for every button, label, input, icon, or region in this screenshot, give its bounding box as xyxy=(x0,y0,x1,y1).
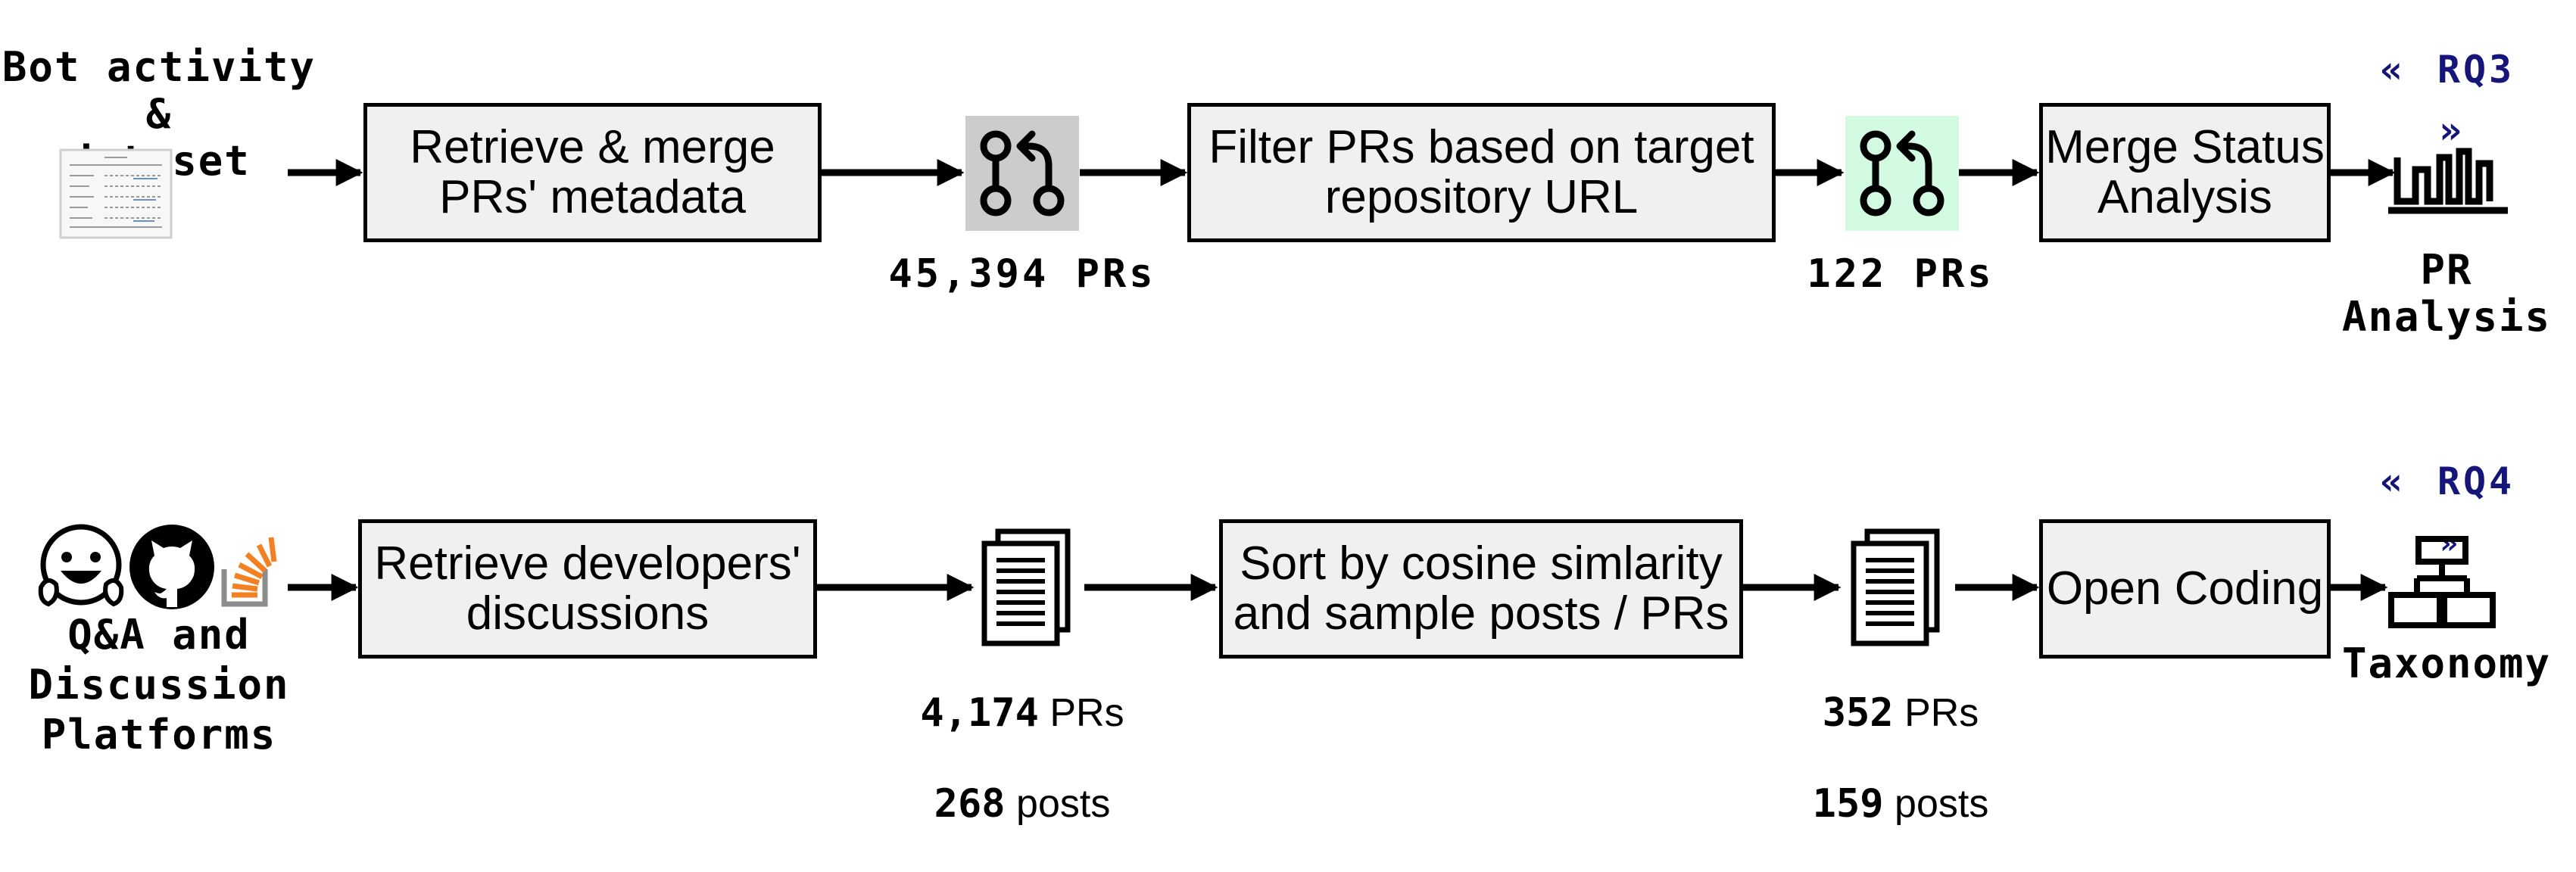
stackoverflow-icon xyxy=(221,537,277,607)
count2-posts-value: 159 xyxy=(1812,781,1884,827)
step-retrieve-discussions-label: Retrieve developers' discussions xyxy=(374,537,801,640)
github-icon xyxy=(129,525,214,609)
document-stack-icon xyxy=(1851,528,1940,646)
taxonomy-icon xyxy=(2388,536,2496,628)
pull-request-icon xyxy=(965,116,1079,231)
count2-prs: 122 PRs xyxy=(1807,251,1994,297)
count2-posts-unit: posts xyxy=(1895,782,1989,826)
rq4-close: » xyxy=(2439,526,2462,561)
bar-chart-icon xyxy=(2388,148,2508,214)
count2-prs-value: 352 xyxy=(1822,690,1894,736)
step-retrieve-discussions-box: Retrieve developers' discussions xyxy=(358,519,817,659)
row2-count2: 352 PRs 159 posts xyxy=(1742,645,2060,872)
step-sort-sample-label: Sort by cosine simlarity and sample post… xyxy=(1233,537,1729,640)
document-stack-icon xyxy=(981,528,1071,646)
step-sort-sample-box: Sort by cosine simlarity and sample post… xyxy=(1219,519,1743,659)
pr-icon-bg-green xyxy=(1845,116,1959,231)
row2-source-title: Q&A and Discussion Platforms xyxy=(28,611,290,758)
step-merge-status-label: Merge Status Analysis xyxy=(2045,121,2325,223)
pr-analysis-label: PR Analysis xyxy=(2341,246,2552,341)
count1-prs: 45,394 PRs xyxy=(888,251,1156,297)
step-open-coding-label: Open Coding xyxy=(2046,562,2324,615)
pr-icon-bg-gray xyxy=(965,116,1079,231)
pipeline-diagram: Bot activity & dataset Retrieve & merge … xyxy=(2,44,2552,827)
step-retrieve-merge-label: Retrieve & merge PRs' metadata xyxy=(410,121,775,223)
dataset-thumbnail-icon xyxy=(59,148,173,239)
step-filter-label: Filter PRs based on target repository UR… xyxy=(1208,121,1754,223)
rq3-close: » xyxy=(2438,108,2465,152)
count2-prs-unit: PRs xyxy=(1904,691,1979,735)
count1-posts-value: 268 xyxy=(934,781,1006,827)
step-retrieve-merge-box: Retrieve & merge PRs' metadata xyxy=(363,103,822,242)
arrows-layer xyxy=(288,159,2396,601)
step-open-coding-box: Open Coding xyxy=(2039,519,2331,659)
rq4-open: « xyxy=(2379,459,2406,503)
huggingface-icon xyxy=(38,524,124,607)
step-filter-box: Filter PRs based on target repository UR… xyxy=(1187,103,1776,242)
count1-prs-value: 4,174 xyxy=(920,690,1039,736)
taxonomy-label: Taxonomy xyxy=(2341,640,2552,687)
row2-count1: 4,174 PRs 268 posts xyxy=(863,645,1181,872)
step-merge-status-box: Merge Status Analysis xyxy=(2039,103,2331,242)
pull-request-icon xyxy=(1845,116,1959,231)
rq4-label: RQ4 xyxy=(2437,459,2515,503)
count1-posts-unit: posts xyxy=(1016,782,1111,826)
count1-prs-unit: PRs xyxy=(1049,691,1124,735)
rq3-label: RQ3 xyxy=(2437,48,2515,92)
rq3-open: « xyxy=(2379,48,2406,92)
